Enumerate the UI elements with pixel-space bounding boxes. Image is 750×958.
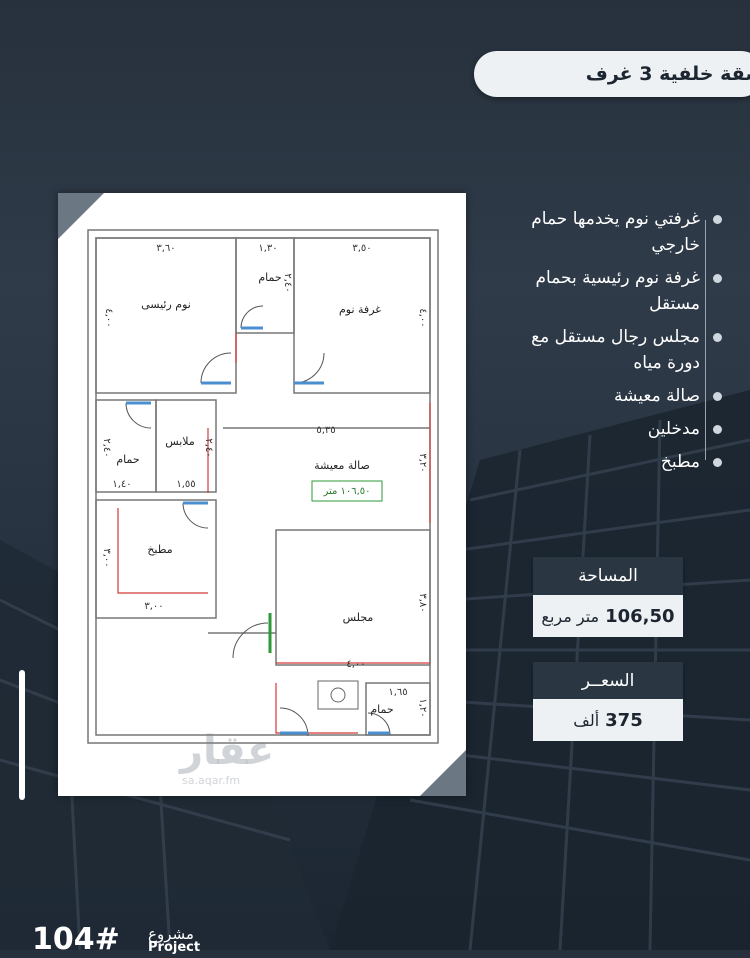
project-label-ar: مشروع: [148, 925, 194, 943]
price-unit: ألف: [573, 710, 600, 730]
feature-item: مدخلين: [500, 416, 722, 442]
room-label: صالة معيشة: [314, 459, 370, 472]
dimension-label: ٣,٠٠: [101, 548, 112, 567]
bullet-icon: [713, 425, 722, 434]
bullet-icon: [713, 274, 722, 283]
room-label: ملابس: [165, 435, 195, 448]
dimension-label: ١,٤٠: [112, 479, 131, 490]
dimension-label: ٢,٤٠: [101, 438, 112, 457]
feature-list: غرفتي نوم يخدمها حمام خارجي غرفة نوم رئي…: [500, 206, 722, 482]
dimension-label: ٤,٠٠: [103, 308, 114, 327]
price-value-box: 375 ألف: [533, 699, 683, 741]
plan-corner-decoration: [58, 193, 104, 239]
room-label: غرفة نوم: [339, 303, 381, 316]
project-number: 104#: [32, 922, 120, 957]
room-label: حمام: [258, 271, 281, 284]
plan-corner-decoration: [420, 750, 466, 796]
dimension-label: ١,٦٥: [388, 687, 407, 698]
dimension-label: ٣,٥٠: [352, 243, 371, 254]
listing-title: شقة خلفية 3 غرف: [474, 51, 750, 97]
room-label: مجلس: [343, 611, 374, 624]
watermark-url: sa.aqar.fm: [182, 774, 241, 787]
dimension-label: ١,٣٠: [258, 243, 277, 254]
area-value: 106,50: [605, 605, 675, 627]
dimension-label: ٢,٤٠: [282, 273, 293, 292]
bullet-icon: [713, 333, 722, 342]
feature-item: غرفتي نوم يخدمها حمام خارجي: [500, 206, 722, 258]
area-value-box: 106,50 متر مربع: [533, 595, 683, 637]
dimension-label: ٣,٨٠: [417, 593, 428, 612]
area-unit: متر مربع: [541, 606, 600, 626]
watermark-logo: عقار: [180, 728, 275, 774]
feature-item: غرفة نوم رئيسية بحمام مستقل: [500, 265, 722, 317]
dimension-label: ٣,٠٠: [144, 601, 163, 612]
dimension-label: ٥,٣٥: [316, 425, 335, 436]
feature-item: مجلس رجال مستقل مع دورة مياه: [500, 324, 722, 376]
feature-item: مطبخ: [500, 449, 722, 475]
room-label: نوم رئيسى: [141, 298, 191, 311]
area-label: المساحة: [533, 557, 683, 595]
dimension-label: ١,٢٠: [417, 698, 428, 717]
scrollbar[interactable]: [19, 670, 25, 800]
price-value: 375: [605, 709, 643, 731]
floor-plan: [58, 193, 466, 796]
room-label: مطبخ: [147, 543, 172, 556]
room-label: حمام: [116, 453, 139, 466]
price-label: السعــر: [533, 662, 683, 700]
dimension-label: ١,٥٥: [176, 479, 195, 490]
project-label-en: Project: [148, 940, 201, 955]
floor-plan-drawing: نوم رئيسى حمام غرفة نوم حمام ملابس صالة …: [87, 229, 439, 744]
bullet-icon: [713, 215, 722, 224]
dimension-label: ٤,٠٠: [417, 308, 428, 327]
feature-list-line: [705, 220, 706, 460]
bullet-icon: [713, 392, 722, 401]
dimension-label: ٣,٦٠: [156, 243, 175, 254]
dimension-label: ٤,٠٠: [346, 659, 365, 670]
feature-item: صالة معيشة: [500, 383, 722, 409]
room-label: حمام: [370, 703, 393, 716]
dimension-label: ٣,٢٠: [417, 453, 428, 472]
dimension-label: ٢,٤٠: [203, 438, 214, 457]
bullet-icon: [713, 458, 722, 467]
room-label: ١٠٦,٥٠ متر: [322, 486, 370, 497]
